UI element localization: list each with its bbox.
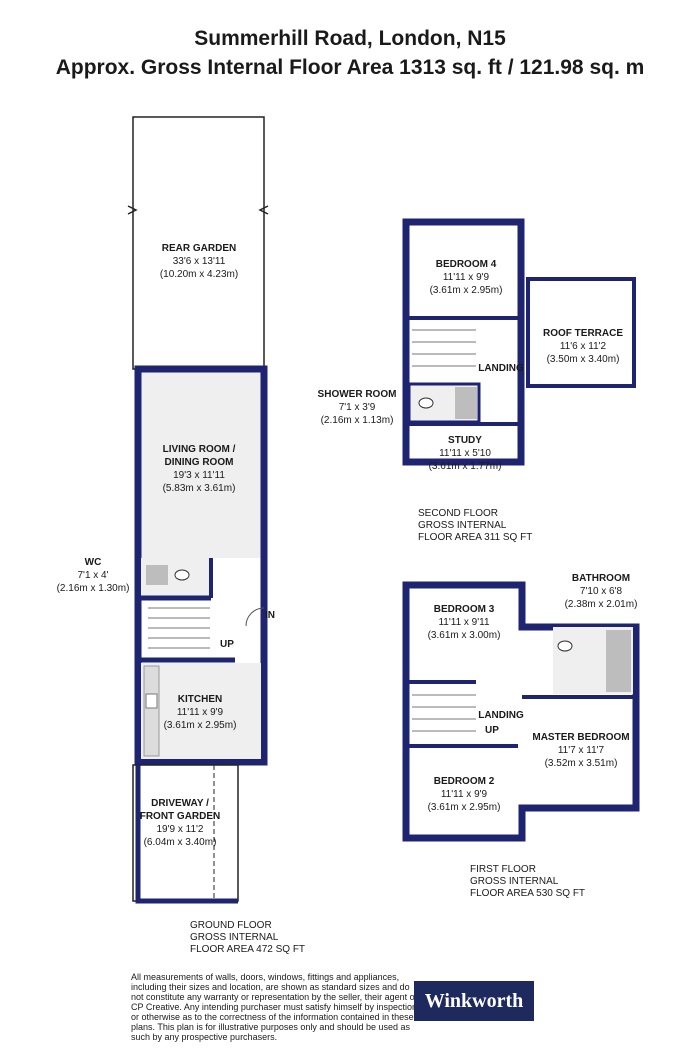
wc-metric: (2.16m x 1.30m) <box>57 583 130 594</box>
bathroom-size: 7'10 x 6'8 <box>580 586 623 597</box>
first-floor-walls <box>402 581 640 842</box>
driveway-area <box>132 764 239 902</box>
toilet-icon <box>557 640 573 652</box>
rear-garden-name: REAR GARDEN <box>162 243 236 254</box>
master-bedroom-size: 11'7 x 11'7 <box>558 745 605 756</box>
shower-tray <box>455 387 477 419</box>
ground-in-marker: IN <box>265 610 275 621</box>
bedroom2-name: BEDROOM 2 <box>434 776 495 787</box>
toilet-icon <box>174 569 190 581</box>
winkworth-logo: Winkworth <box>414 981 534 1021</box>
kitchen-name: KITCHEN <box>178 694 222 705</box>
second-floor-area-label: SECOND FLOOR GROSS INTERNAL FLOOR AREA 3… <box>418 508 533 543</box>
bedroom3-name: BEDROOM 3 <box>434 604 495 615</box>
living-name-2: DINING ROOM <box>165 457 234 468</box>
ground-floor-area-label: GROUND FLOOR GROSS INTERNAL FLOOR AREA 4… <box>190 920 306 955</box>
living-name-1: LIVING ROOM / <box>163 444 236 455</box>
master-bedroom-name: MASTER BEDROOM <box>532 732 629 743</box>
driveway-metric: (6.04m x 3.40m) <box>144 837 217 848</box>
toilet-icon <box>418 397 434 409</box>
ground-floor-walls <box>134 365 268 766</box>
shower-room-metric: (2.16m x 1.13m) <box>321 415 394 426</box>
bedroom4-metric: (3.61m x 2.95m) <box>430 285 503 296</box>
driveway-size: 19'9 x 11'2 <box>156 824 203 835</box>
living-size: 19'3 x 11'11 <box>173 470 225 481</box>
driveway-name-2: FRONT GARDEN <box>140 811 221 822</box>
page-title: Summerhill Road, London, N15 <box>194 27 506 50</box>
page-subtitle: Approx. Gross Internal Floor Area 1313 s… <box>55 56 645 79</box>
rear-garden-area <box>132 116 265 370</box>
wc-name: WC <box>85 557 102 568</box>
front-door-icon <box>245 607 265 627</box>
sink-icon <box>145 693 158 709</box>
driveway-name-1: DRIVEWAY / <box>151 798 209 809</box>
bathroom-name: BATHROOM <box>572 573 630 584</box>
first-landing-name: LANDING <box>478 710 524 721</box>
ground-up-marker: UP <box>220 639 234 650</box>
kitchen-worktop <box>143 665 160 757</box>
bedroom4-size: 11'11 x 9'9 <box>443 272 490 283</box>
shower-room-name: SHOWER ROOM <box>318 389 397 400</box>
first-floor-area-label: FIRST FLOOR GROSS INTERNAL FLOOR AREA 53… <box>470 864 586 899</box>
rear-garden-size: 33'6 x 13'11 <box>173 256 226 267</box>
bedroom3-size: 11'11 x 9'11 <box>438 617 490 628</box>
wc-size: 7'1 x 4' <box>77 570 108 581</box>
study-size: 11'11 x 5'10 <box>439 448 491 459</box>
second-landing-name: LANDING <box>478 363 524 374</box>
room-labels: REAR GARDEN 33'6 x 13'11 (10.20m x 4.23m… <box>57 243 638 848</box>
living-metric: (5.83m x 3.61m) <box>163 483 236 494</box>
wc-fixture <box>146 565 168 585</box>
disclaimer-text: All measurements of walls, doors, window… <box>131 972 418 1042</box>
first-up-marker: UP <box>485 725 499 736</box>
bedroom4-name: BEDROOM 4 <box>436 259 497 270</box>
shower-room-size: 7'1 x 3'9 <box>339 402 376 413</box>
first-floor-plan <box>402 581 640 842</box>
bedroom2-size: 11'11 x 9'9 <box>441 789 488 800</box>
living-dining-floor <box>141 372 261 558</box>
second-floor-plan <box>402 218 636 466</box>
study-metric: (3.61m x 1.77m) <box>429 461 502 472</box>
master-bedroom-metric: (3.52m x 3.51m) <box>545 758 618 769</box>
ground-stairs <box>148 607 210 649</box>
bedroom2-metric: (3.61m x 2.95m) <box>428 802 501 813</box>
rear-garden-metric: (10.20m x 4.23m) <box>160 269 238 280</box>
roof-terrace-size: 11'6 x 11'2 <box>560 341 607 352</box>
study-name: STUDY <box>448 435 482 446</box>
kitchen-floor <box>141 663 261 759</box>
ground-floor-plan <box>127 116 269 904</box>
kitchen-metric: (3.61m x 2.95m) <box>164 720 237 731</box>
roof-terrace-metric: (3.50m x 3.40m) <box>547 354 620 365</box>
kitchen-size: 11'11 x 9'9 <box>177 707 224 718</box>
roof-terrace-name: ROOF TERRACE <box>543 328 623 339</box>
bedroom3-metric: (3.61m x 3.00m) <box>428 630 501 641</box>
bath-icon <box>606 630 631 692</box>
roof-terrace-area <box>526 277 636 388</box>
bathroom-metric: (2.38m x 2.01m) <box>565 599 638 610</box>
